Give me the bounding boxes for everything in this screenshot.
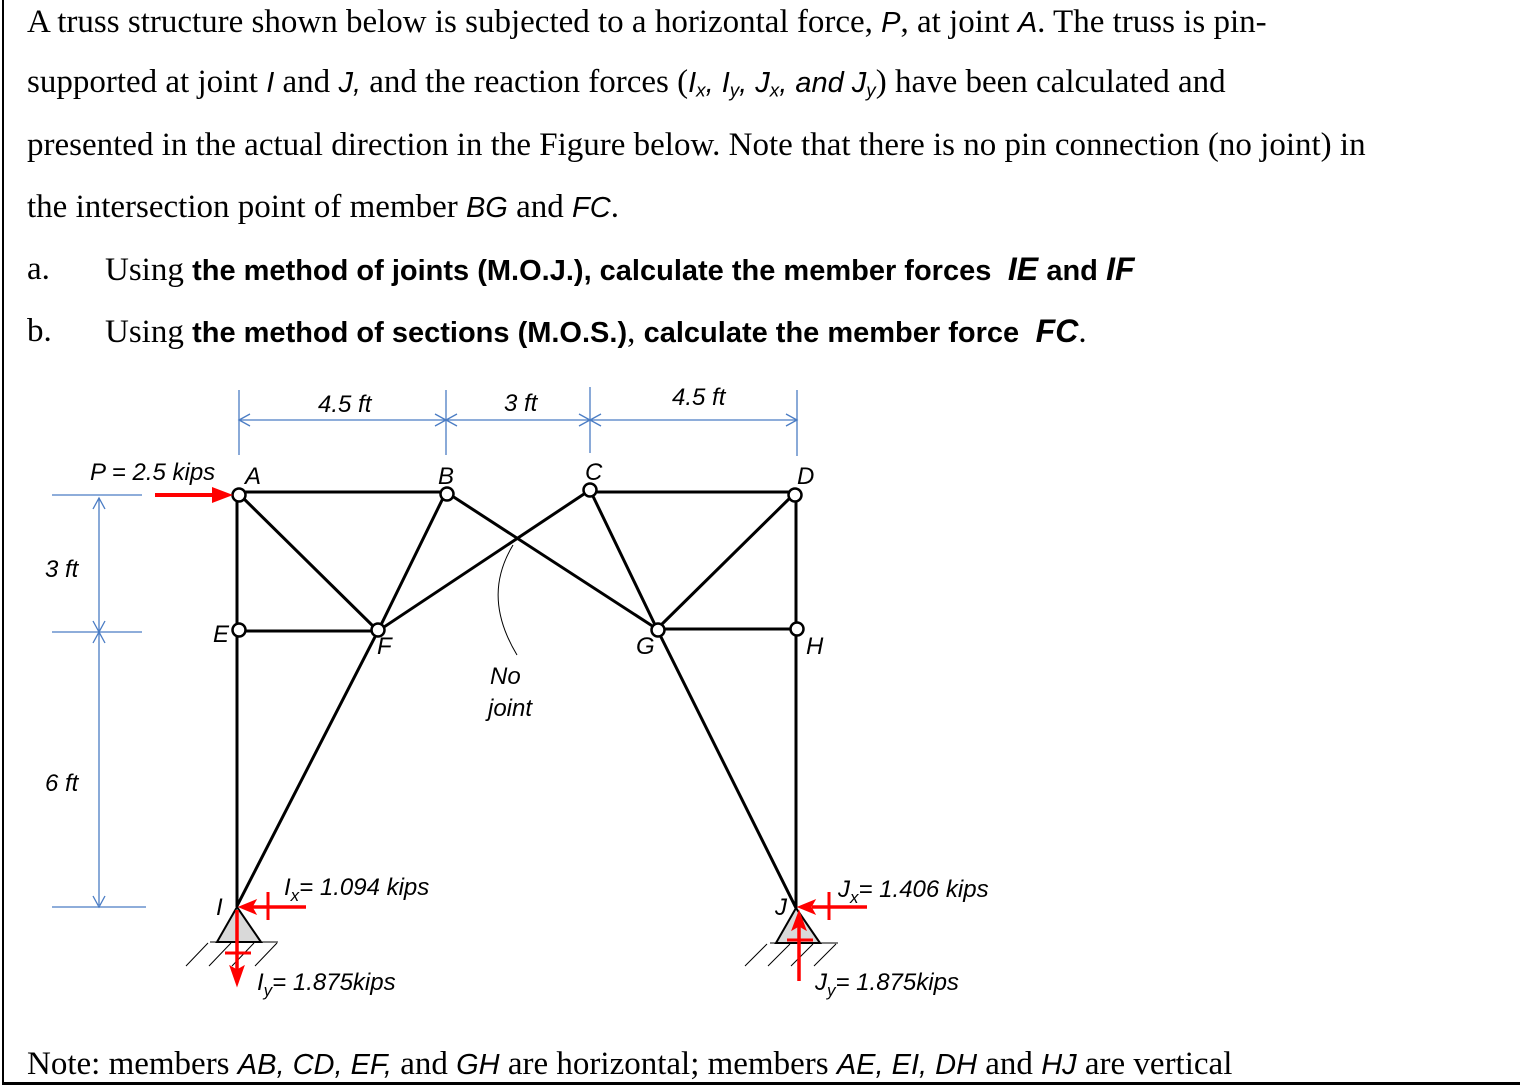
text: A truss structure shown below is subject… xyxy=(27,4,873,40)
text: . xyxy=(1078,314,1087,350)
label-E: E xyxy=(213,621,230,648)
text: are horizontal; members xyxy=(507,1046,829,1082)
label-B: B xyxy=(438,463,454,490)
reaction-vars: Ix, Iy, Jx, and Jy xyxy=(688,67,876,101)
joint-B xyxy=(439,486,455,502)
dim-label-3ft-top: 3 ft xyxy=(504,390,539,417)
question-text: Using the method of joints (M.O.J.), cal… xyxy=(105,249,1135,291)
left-dimensions xyxy=(52,494,146,909)
joint-E xyxy=(231,622,247,638)
label-D: D xyxy=(797,463,814,490)
load-P-arrow xyxy=(155,487,233,503)
top-dimensions xyxy=(237,387,799,456)
load-P-label: P = 2.5 kips xyxy=(90,459,215,486)
var-P: P xyxy=(881,7,901,39)
label-I: I xyxy=(216,894,223,921)
joint-D xyxy=(787,487,803,503)
text: Using xyxy=(105,252,184,288)
text: Using xyxy=(105,314,184,350)
truss-members xyxy=(235,488,798,910)
dim-label-3ft-left: 3 ft xyxy=(45,556,80,583)
var-BG: BG xyxy=(465,192,508,224)
reaction-Jx-label: Jx= 1.406 kips xyxy=(837,876,989,907)
text: , xyxy=(627,314,636,350)
reaction-Ix-label: Ix= 1.094 kips xyxy=(284,874,429,905)
text: are vertical xyxy=(1084,1046,1233,1082)
text-bold: calculate the member force xyxy=(643,317,1020,349)
text: . xyxy=(610,189,619,225)
label-G: G xyxy=(636,633,655,660)
joint-F xyxy=(370,622,386,638)
question-label: a. xyxy=(27,251,50,287)
no-joint-pointer xyxy=(497,544,518,656)
text: the intersection point of member xyxy=(27,189,458,225)
text: and the reaction forces ( xyxy=(369,64,689,100)
text: and xyxy=(985,1046,1033,1082)
reaction-Jy-label: Jy= 1.875kips xyxy=(814,969,959,1000)
intro-line-4: the intersection point of member BG and … xyxy=(27,187,619,228)
label-H: H xyxy=(806,633,824,660)
question-text: Using the method of sections (M.O.S.), c… xyxy=(105,311,1087,353)
var-A: A xyxy=(1017,7,1038,39)
member-GH: GH xyxy=(456,1049,500,1081)
text: and xyxy=(282,64,331,100)
var-FC: FC xyxy=(1035,313,1079,349)
var-IE: IE xyxy=(1007,251,1039,287)
joint-H xyxy=(789,621,805,637)
label-F: F xyxy=(377,633,393,660)
var-J: J, xyxy=(338,67,361,99)
var-FC: FC xyxy=(572,192,611,224)
text: Note: members xyxy=(27,1046,230,1082)
label-J: J xyxy=(774,894,788,921)
joint-C xyxy=(582,482,598,498)
reaction-Iy-arrow xyxy=(225,910,251,988)
support-J xyxy=(744,906,838,967)
intro-line-3: presented in the actual direction in the… xyxy=(27,127,1366,163)
text-bold: and xyxy=(1046,255,1098,287)
dim-label-4.5ft-left: 4.5 ft xyxy=(318,391,373,418)
horizontal-members: AB, CD, EF, xyxy=(237,1049,392,1081)
text-bold: the method of sections (M.O.S.) xyxy=(192,317,628,349)
text-bold: the method of joints (M.O.J.), calculate… xyxy=(192,255,992,287)
reaction-Ix-arrow xyxy=(237,892,306,920)
note-line: Note: members AB, CD, EF, and GH are hor… xyxy=(27,1044,1232,1085)
text: supported at joint xyxy=(27,64,258,100)
dim-label-6ft-left: 6 ft xyxy=(45,770,80,797)
reaction-Jx-arrow xyxy=(796,892,867,920)
text: , at joint xyxy=(900,4,1010,40)
no-joint-label: No xyxy=(490,663,521,690)
reaction-Jy-arrow xyxy=(787,909,813,981)
dim-label-4.5ft-right: 4.5 ft xyxy=(672,384,727,411)
intro-line-1: A truss structure shown below is subject… xyxy=(27,2,1267,43)
joint-A xyxy=(231,487,247,503)
question-label: b. xyxy=(27,313,52,349)
joints xyxy=(231,482,805,638)
text: ) have been calculated and xyxy=(875,64,1226,100)
member-HJ: HJ xyxy=(1041,1049,1077,1081)
joint-G xyxy=(650,622,666,638)
vertical-members: AE, EI, DH xyxy=(836,1049,978,1081)
text: and xyxy=(400,1046,448,1082)
var-I: I xyxy=(266,67,275,99)
label-C: C xyxy=(585,459,603,486)
reaction-Iy-label: Iy= 1.875kips xyxy=(257,969,396,1000)
label-A: A xyxy=(243,463,261,490)
text: . The truss is pin- xyxy=(1037,4,1267,40)
support-I xyxy=(185,905,278,967)
no-joint-label: joint xyxy=(485,695,533,722)
intro-line-2: supported at joint I and J, and the reac… xyxy=(27,62,1226,111)
var-IF: IF xyxy=(1106,251,1135,287)
text: and xyxy=(516,189,564,225)
